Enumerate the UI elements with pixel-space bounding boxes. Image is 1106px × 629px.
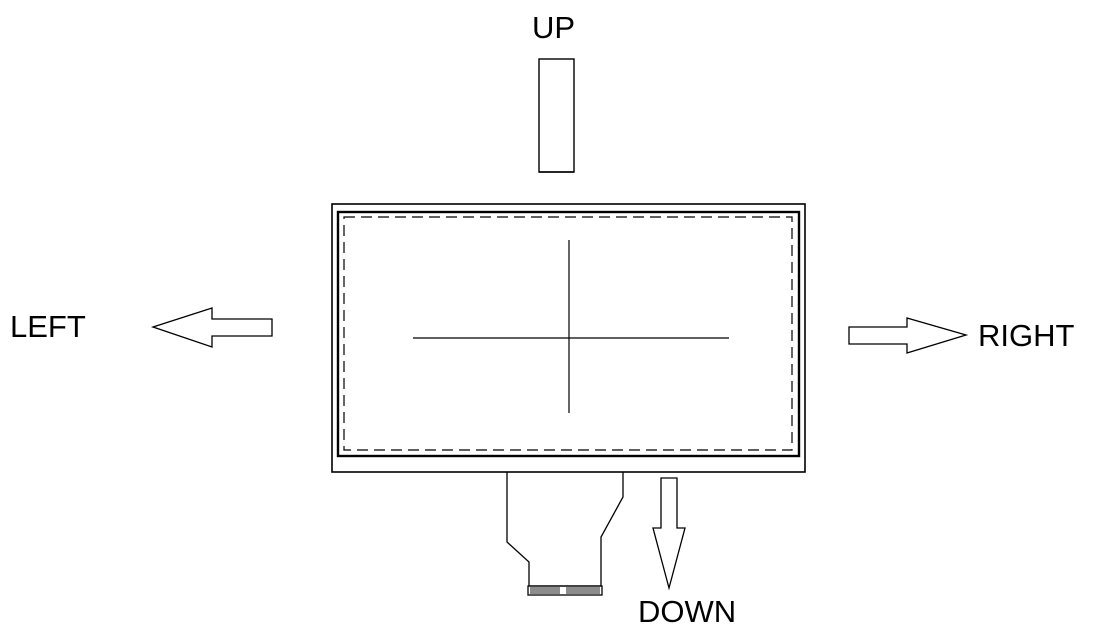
panel-outer-frame — [331, 203, 806, 473]
flex-cable — [506, 472, 624, 596]
label-up: UP — [532, 10, 575, 45]
up-arrow-icon — [538, 58, 575, 173]
lcd-panel — [331, 203, 806, 473]
connector-pins-icon — [527, 585, 603, 596]
down-arrow-icon — [652, 477, 686, 591]
active-area — [343, 216, 793, 451]
label-down: DOWN — [638, 594, 736, 629]
label-right: RIGHT — [978, 318, 1075, 353]
right-arrow-icon — [848, 317, 969, 354]
left-arrow-icon — [150, 307, 273, 348]
label-left: LEFT — [10, 309, 86, 344]
panel-bezel — [336, 210, 801, 458]
